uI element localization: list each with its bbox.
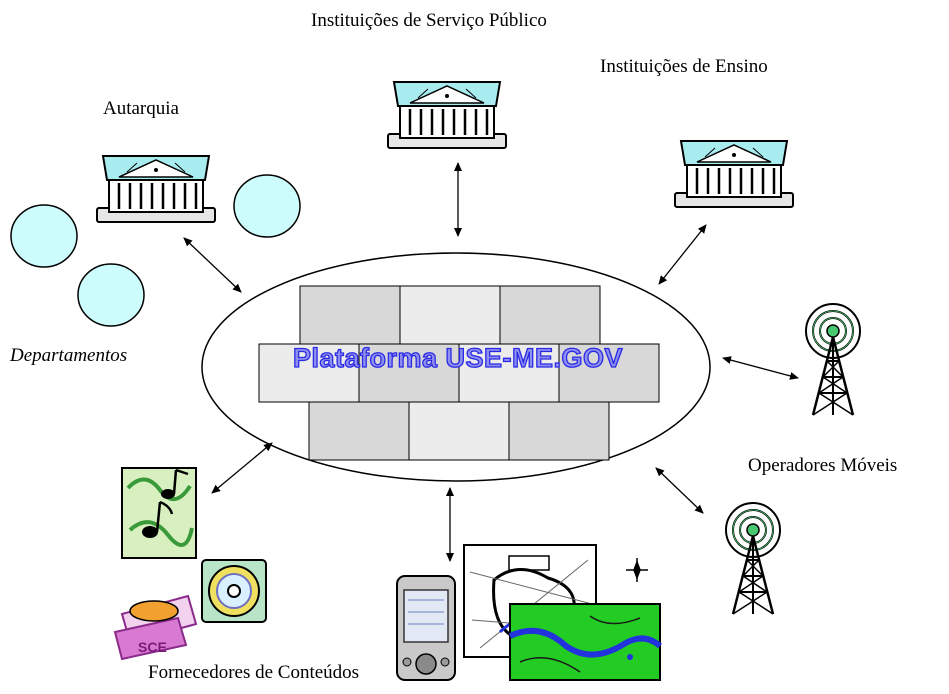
connection-arrows [183, 162, 799, 562]
label-autarquia: Autarquia [103, 98, 179, 119]
building-icon-servico-publico [386, 80, 508, 150]
map-icon [463, 544, 662, 681]
label-ensino: Instituições de Ensino [600, 56, 768, 77]
cd-icon [201, 559, 267, 623]
platform-title: Plataforma USE-ME.GOV [292, 342, 624, 373]
tickets-clipart-icon: SCE [113, 594, 198, 661]
label-operadores: Operadores Móveis [748, 455, 898, 476]
compass-star-icon [626, 558, 648, 582]
music-clipart-icon [121, 467, 197, 559]
brick-wall [258, 285, 660, 461]
label-servico-publico: Instituições de Serviço Público [311, 10, 547, 31]
department-bubble-icons [10, 174, 301, 327]
building-icon-ensino [673, 139, 795, 209]
label-departamentos: Departamentos [10, 345, 128, 366]
svg-text:SCE: SCE [138, 639, 167, 655]
pda-icon [396, 575, 456, 681]
antenna-tower-icon-2 [724, 501, 782, 616]
building-icon-autarquia [95, 154, 217, 224]
antenna-tower-icon-1 [804, 302, 862, 417]
label-fornecedores: Fornecedores de Conteúdos [148, 662, 360, 683]
